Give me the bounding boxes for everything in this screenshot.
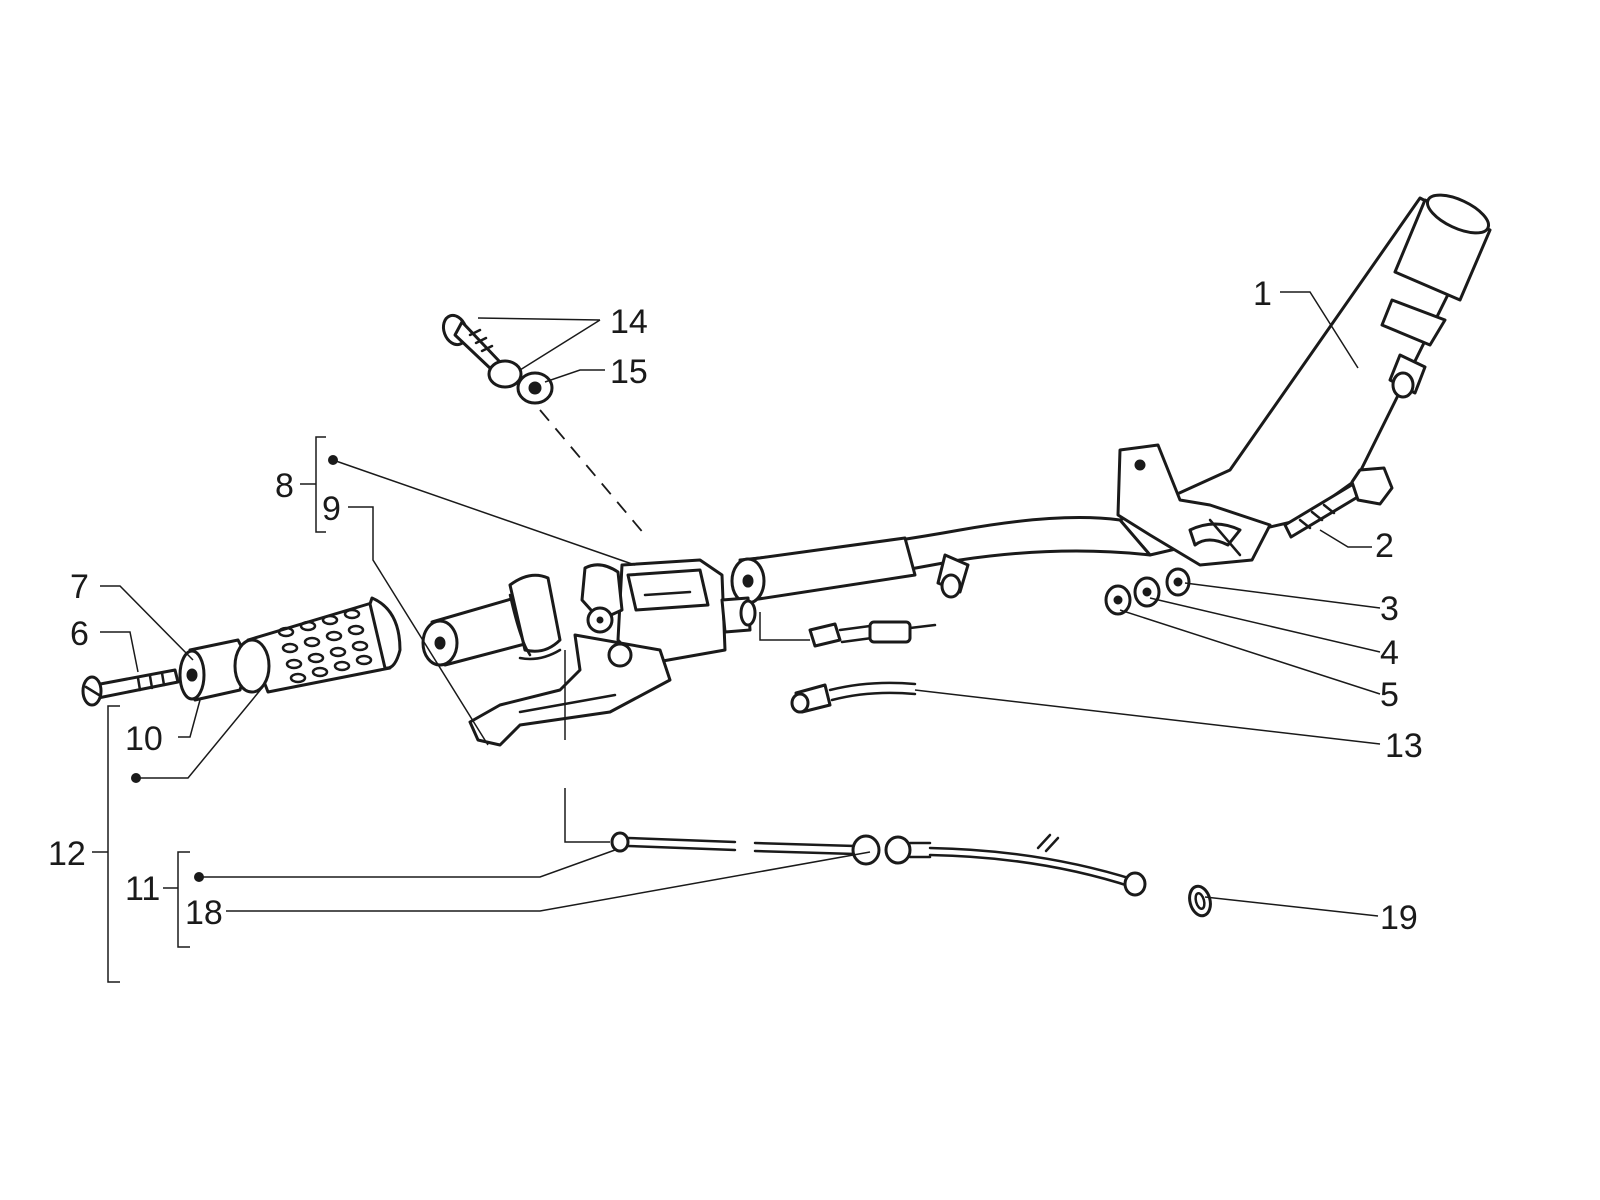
callout-1: 1 xyxy=(1253,275,1272,313)
callout-11: 11 xyxy=(125,870,160,908)
callout-19: 19 xyxy=(1380,899,1418,937)
leader-lines xyxy=(92,291,1381,983)
brake-master-cylinder xyxy=(468,558,757,747)
callout-2: 2 xyxy=(1375,527,1394,565)
brake-switch-fitting xyxy=(808,620,937,648)
callout-10: 10 xyxy=(125,720,163,758)
callout-7: 7 xyxy=(70,568,89,606)
throttle-cable xyxy=(610,831,1147,897)
left-bar-stub xyxy=(421,573,562,667)
callout-15: 15 xyxy=(610,353,648,391)
callout-8: 8 xyxy=(275,467,294,505)
callout-6: 6 xyxy=(70,615,89,653)
grip-assembly xyxy=(81,596,402,707)
handlebar xyxy=(730,193,1492,605)
stop-switch xyxy=(790,681,917,714)
callout-13: 13 xyxy=(1385,727,1423,765)
cable-clip xyxy=(1188,884,1212,918)
callout-3: 3 xyxy=(1380,590,1399,628)
callout-12: 12 xyxy=(48,835,86,873)
reservoir-screw xyxy=(441,313,554,405)
washers-and-nut xyxy=(1104,567,1191,616)
callout-4: 4 xyxy=(1380,634,1399,672)
callout-dot-8 xyxy=(328,455,338,465)
callout-dot-12 xyxy=(131,773,141,783)
callout-18: 18 xyxy=(185,894,223,932)
callout-5: 5 xyxy=(1380,676,1399,714)
bolt xyxy=(1283,466,1394,539)
callout-9: 9 xyxy=(322,490,341,528)
callout-14: 14 xyxy=(610,303,648,341)
callout-dot-11 xyxy=(194,872,204,882)
